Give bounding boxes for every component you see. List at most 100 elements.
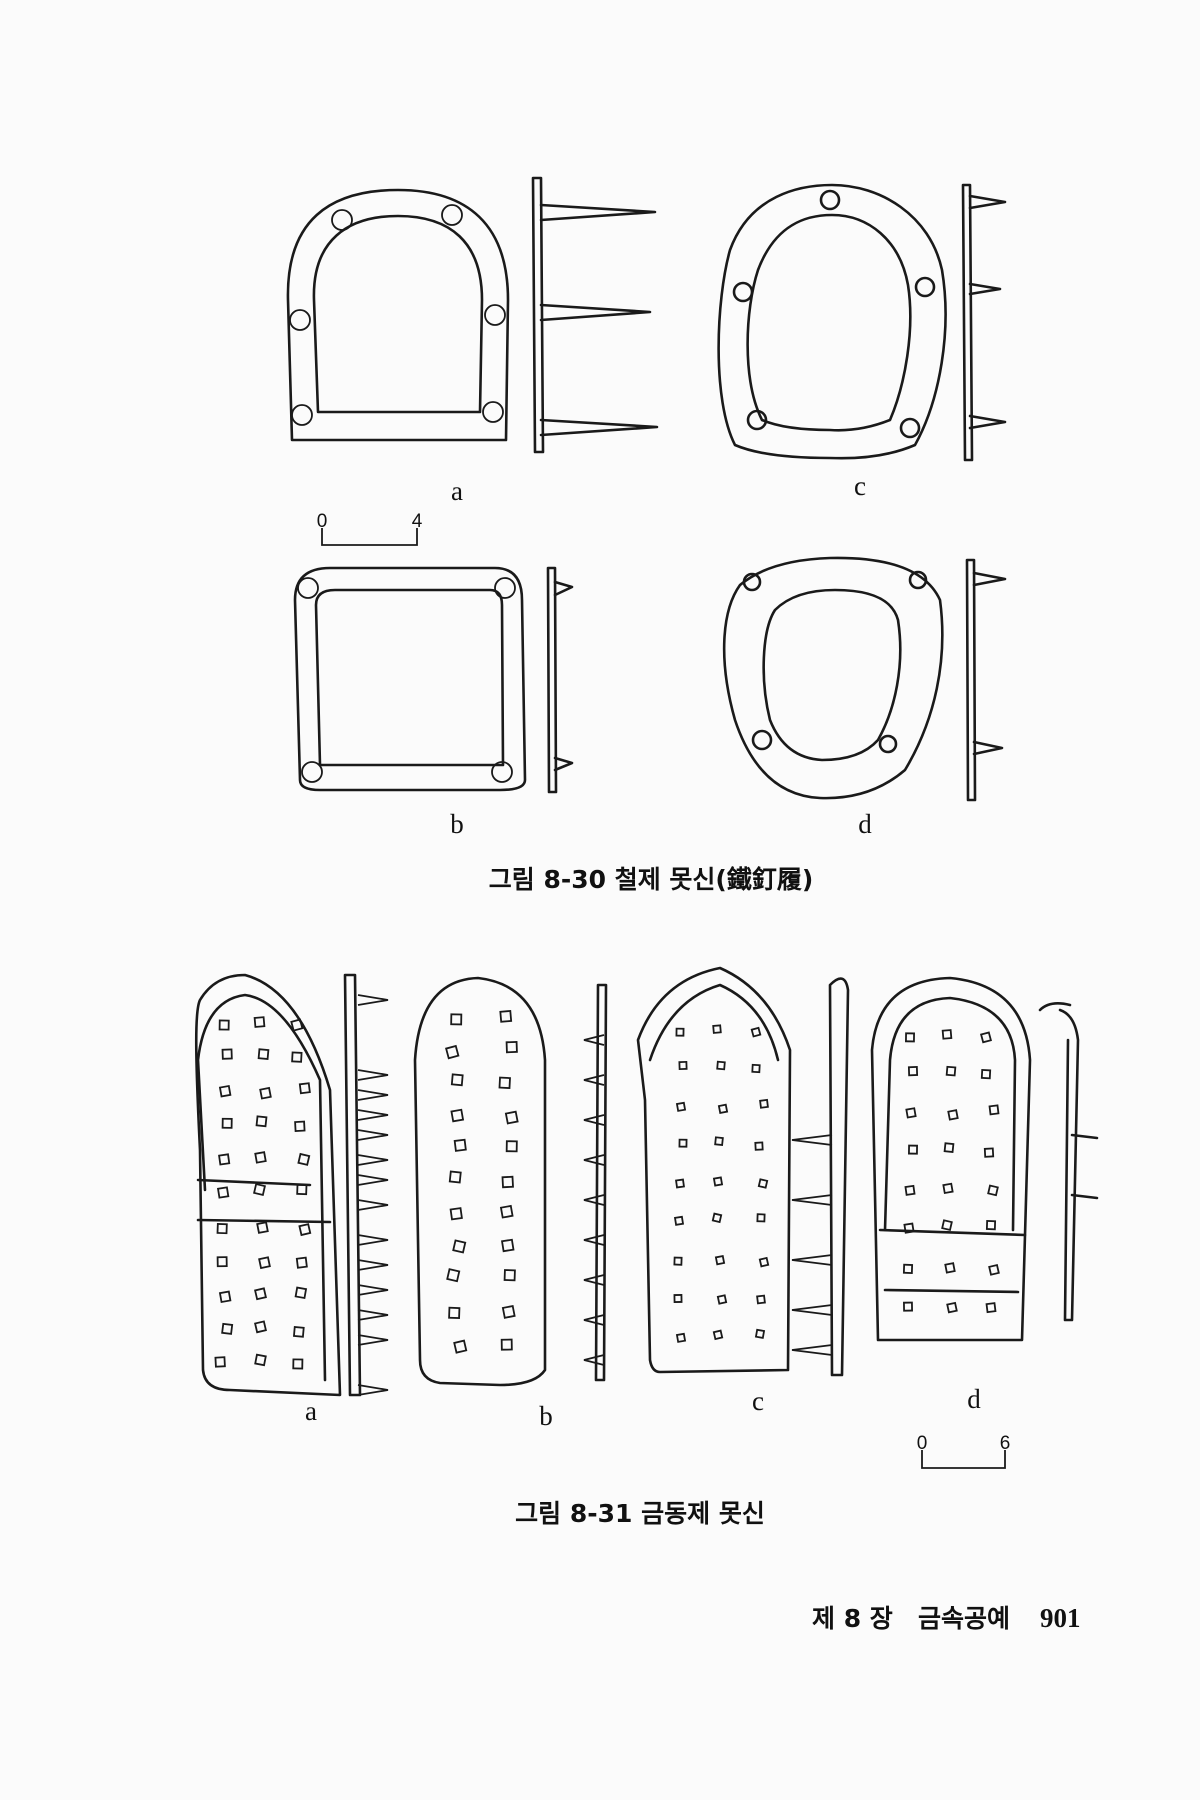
stud-hole-icon — [754, 1141, 764, 1151]
stud-hole-icon — [979, 1031, 993, 1044]
stud-hole-icon — [714, 1255, 726, 1266]
nail-head-icon — [297, 577, 319, 599]
spike-icon — [583, 1154, 605, 1166]
stud-hole-icon — [942, 1182, 954, 1195]
stud-hole-icon — [673, 1256, 683, 1266]
page-footer: 제 8 장 금속공예 901 — [812, 1603, 1081, 1633]
gilt-sole-b-side-view — [583, 983, 608, 1382]
stud-hole-icon — [254, 1353, 267, 1367]
spike-icon — [791, 1344, 833, 1356]
chapter-label: 제 8 장 — [812, 1604, 893, 1633]
nail-head-icon — [441, 204, 463, 226]
stud-hole-icon — [452, 1239, 467, 1254]
nail-head-icon — [494, 577, 516, 599]
stud-hole-icon — [902, 1263, 914, 1274]
stud-hole-icon — [500, 1338, 513, 1351]
spike-icon — [357, 1234, 389, 1246]
stud-hole-icon — [292, 1326, 305, 1338]
stud-hole-icon — [298, 1082, 311, 1095]
stud-hole-icon — [943, 1142, 955, 1154]
figure-label-a: a — [451, 476, 463, 506]
stud-hole-icon — [945, 1065, 957, 1077]
scale-end: 4 — [412, 511, 423, 532]
stud-hole-icon — [907, 1066, 919, 1077]
stud-hole-icon — [504, 1110, 519, 1125]
stud-hole-icon — [505, 1040, 518, 1054]
spike-icon — [357, 1109, 389, 1121]
stud-hole-icon — [216, 1223, 228, 1235]
figure-8-30-caption: 그림 8-30 철제 못신(鐵釘履) — [489, 865, 814, 894]
stud-hole-icon — [218, 1084, 232, 1098]
stud-hole-icon — [291, 1051, 303, 1063]
stud-hole-icon — [450, 1013, 463, 1026]
stud-hole-icon — [450, 1073, 464, 1087]
stud-hole-icon — [448, 1306, 461, 1320]
stud-hole-icon — [257, 1048, 270, 1060]
spike-icon — [791, 1134, 833, 1146]
stud-hole-icon — [297, 1152, 311, 1166]
stud-hole-icon — [256, 1221, 269, 1234]
figure-label-b: b — [539, 1401, 553, 1431]
stud-hole-icon — [446, 1268, 461, 1283]
stud-hole-icon — [221, 1048, 233, 1060]
stud-hole-icon — [714, 1136, 724, 1147]
stud-hole-icon — [751, 1063, 761, 1074]
stud-hole-icon — [904, 1184, 916, 1196]
stud-hole-icon — [499, 1204, 514, 1219]
stud-hole-icon — [501, 1304, 516, 1319]
stud-hole-icon — [499, 1009, 513, 1023]
iron-sole-d-drawing — [722, 556, 944, 800]
stud-hole-icon — [988, 1263, 1000, 1276]
spike-icon — [357, 1069, 389, 1081]
nail-head-icon — [289, 309, 311, 331]
stud-hole-icon — [903, 1222, 915, 1234]
gilt-sole-c-drawing — [636, 966, 792, 1374]
stud-hole-icon — [712, 1176, 724, 1187]
iron-sole-a-side-view — [531, 176, 659, 454]
stud-hole-icon — [254, 1320, 267, 1334]
stud-hole-icon — [505, 1140, 518, 1153]
spike-icon — [357, 1309, 389, 1321]
figure-label-b: b — [450, 809, 464, 839]
stud-hole-icon — [941, 1219, 953, 1232]
spike-icon — [583, 1234, 605, 1246]
scale-end: 6 — [1000, 1433, 1011, 1454]
stud-hole-icon — [258, 1256, 271, 1270]
iron-sole-b-side-view — [546, 566, 574, 794]
stud-hole-icon — [678, 1060, 688, 1071]
stud-hole-icon — [673, 1294, 683, 1303]
stud-hole-icon — [254, 1287, 267, 1301]
gilt-sole-b-drawing — [413, 976, 547, 1387]
stud-hole-icon — [675, 1027, 685, 1037]
gilt-sole-c-side-view — [791, 977, 850, 1377]
stud-hole-icon — [453, 1138, 467, 1152]
stud-hole-icon — [448, 1170, 462, 1184]
stud-hole-icon — [988, 1104, 1000, 1116]
stud-hole-icon — [218, 1019, 230, 1031]
nail-head-icon — [491, 761, 513, 783]
spike-icon — [357, 1284, 389, 1296]
stud-hole-icon — [716, 1060, 726, 1071]
figure-label-c: c — [752, 1386, 764, 1416]
stud-hole-icon — [214, 1356, 226, 1368]
stud-hole-icon — [253, 1016, 266, 1028]
stud-hole-icon — [756, 1294, 766, 1305]
spike-icon — [791, 1254, 833, 1266]
stud-hole-icon — [758, 1256, 770, 1268]
stud-hole-icon — [294, 1120, 306, 1132]
scale-bar-4: 0 4 — [317, 511, 423, 546]
scale-start: 0 — [317, 511, 328, 532]
stud-hole-icon — [292, 1358, 304, 1370]
figure-label-c: c — [854, 471, 866, 501]
stud-hole-icon — [946, 1301, 958, 1314]
stud-hole-icon — [759, 1098, 769, 1109]
stud-hole-icon — [711, 1212, 723, 1224]
stud-hole-icon — [712, 1024, 722, 1034]
stud-hole-icon — [908, 1144, 918, 1155]
stud-hole-icon — [750, 1026, 762, 1038]
stud-hole-icon — [254, 1151, 267, 1164]
nail-head-icon — [331, 209, 353, 231]
stud-hole-icon — [675, 1332, 687, 1343]
figure-8-30: a c 0 4 — [286, 176, 1007, 894]
stud-hole-icon — [449, 1207, 463, 1221]
